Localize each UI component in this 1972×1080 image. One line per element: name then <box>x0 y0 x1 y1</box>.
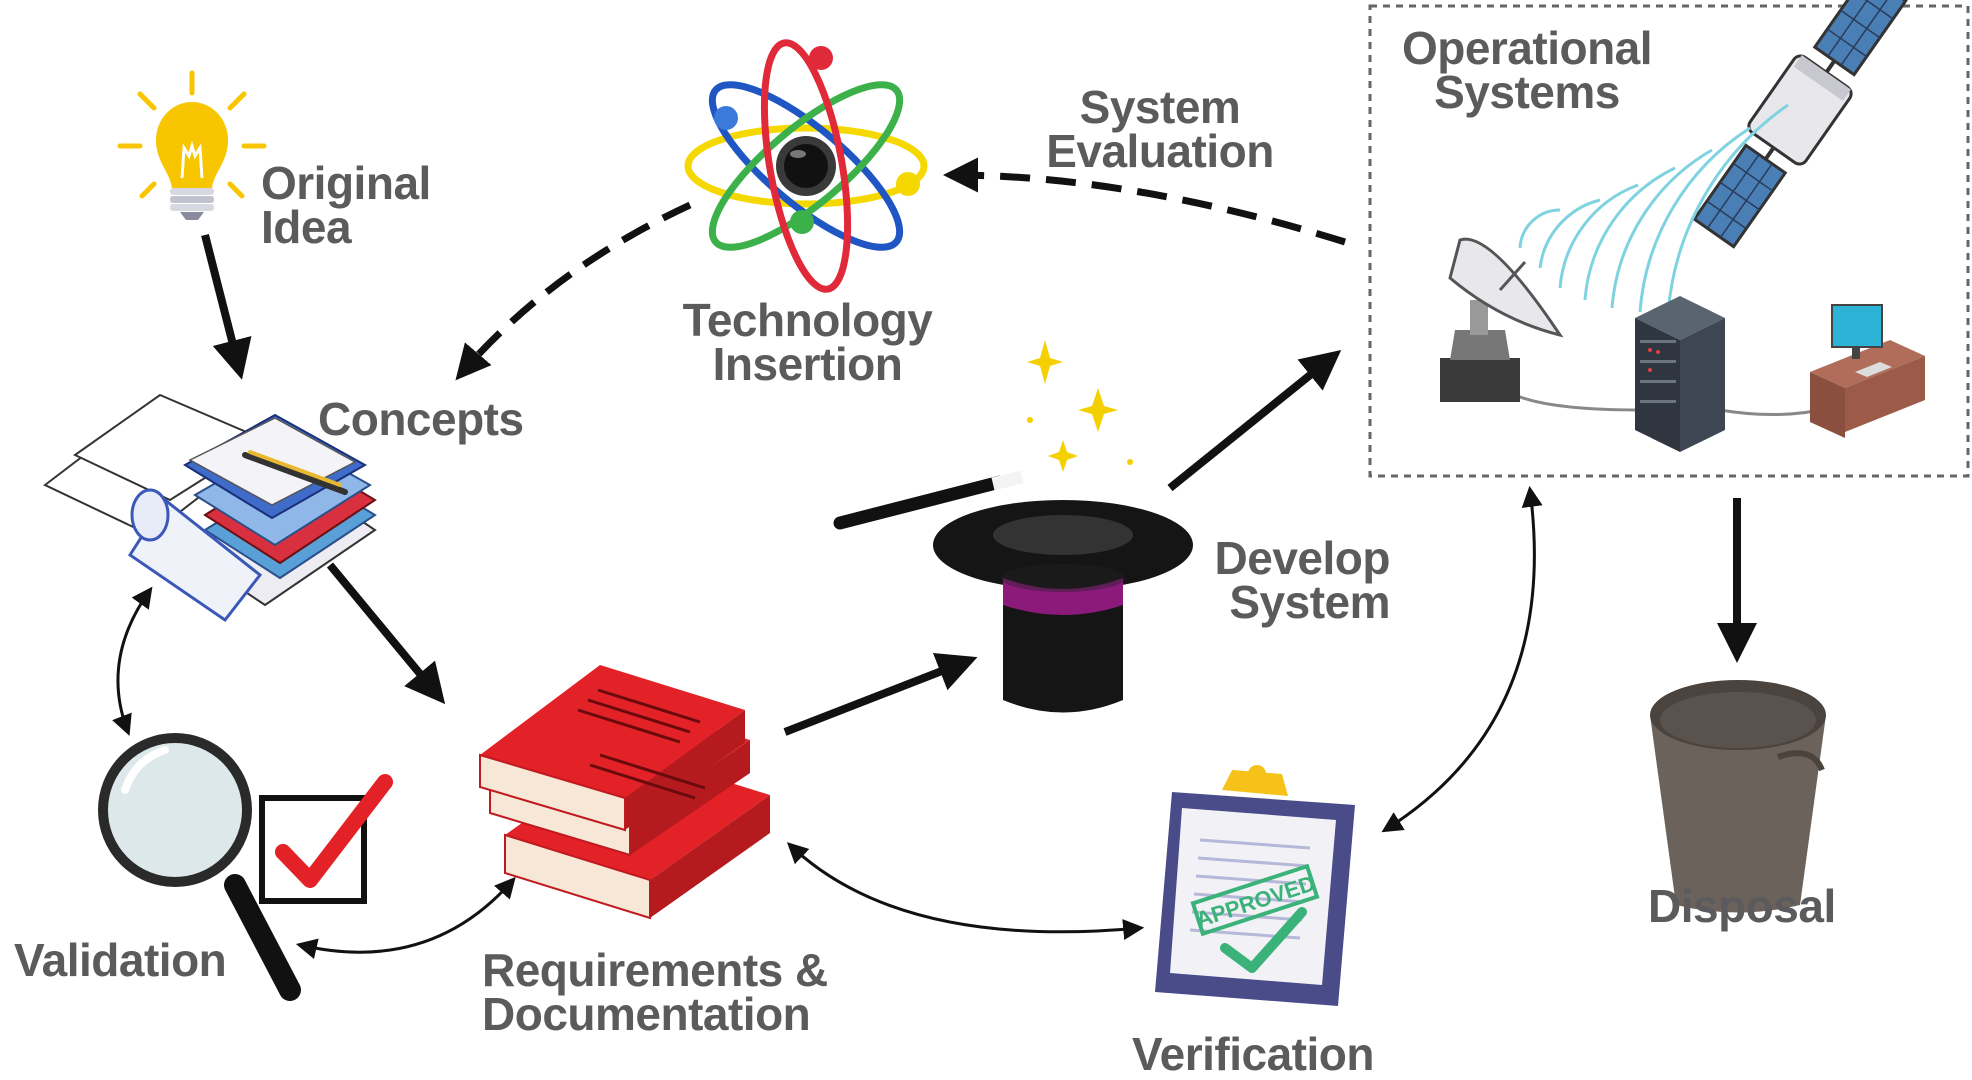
arrow-requirements-verification <box>786 842 1145 940</box>
signal-waves-icon <box>1518 103 1789 315</box>
label-line: Operational <box>1401 22 1653 74</box>
label-develop-system: Develop System <box>1180 532 1391 628</box>
label-technology-insertion: Technology Insertion <box>675 294 940 390</box>
waste-bin-icon <box>1650 680 1826 913</box>
label-concepts: Concepts <box>318 393 524 445</box>
arrow-concepts-validation <box>112 586 153 736</box>
label-line: Develop <box>1214 532 1391 584</box>
label-original-idea: Original Idea <box>261 157 431 253</box>
arrows <box>112 157 1757 960</box>
label-line: Documentation <box>482 988 811 1040</box>
label-line: Insertion <box>712 338 903 390</box>
arrow-validation-requirements <box>295 876 516 960</box>
label-line: Evaluation <box>1046 125 1274 177</box>
label-line: System <box>1079 81 1241 133</box>
label-verification: Verification <box>1132 1028 1374 1080</box>
arrow-requirements-to-develop <box>783 652 978 736</box>
clipboard-approved-icon: APPROVED <box>1155 765 1355 1006</box>
red-books-icon <box>479 665 770 920</box>
label-line: Idea <box>261 201 352 253</box>
magic-wand-icon <box>833 470 1024 530</box>
magnifier-icon <box>98 733 301 1001</box>
label-operational-systems: Operational Systems <box>1392 22 1662 118</box>
arrow-develop-to-operational <box>1167 349 1342 492</box>
arrow-verification-operational <box>1381 485 1543 833</box>
magic-hat-icon <box>933 500 1193 713</box>
arrow-idea-to-concepts <box>201 234 252 380</box>
label-line: Original <box>261 157 431 209</box>
label-line: Systems <box>1434 66 1620 118</box>
label-disposal: Disposal <box>1648 880 1836 932</box>
checkbox-icon <box>259 774 393 904</box>
label-requirements-documentation: Requirements & Documentation <box>482 944 828 1040</box>
arrow-technology-insertion <box>455 201 692 381</box>
satellite-icon <box>1692 0 1908 249</box>
lightbulb-icon <box>117 70 267 220</box>
atom-icon <box>684 39 928 293</box>
label-line: System <box>1229 576 1390 628</box>
arrow-system-evaluation <box>943 157 1347 246</box>
label-system-evaluation: System Evaluation <box>1035 81 1285 177</box>
label-line: Requirements & <box>482 944 828 996</box>
label-line: Technology <box>682 294 933 346</box>
label-validation: Validation <box>14 934 227 986</box>
dish-antenna-icon <box>1440 237 1564 402</box>
computer-desk-icon <box>1810 304 1925 438</box>
operational-systems-box <box>1368 4 1970 478</box>
server-rack-icon <box>1635 296 1725 452</box>
papers-books-icon <box>43 393 377 623</box>
arrow-concepts-to-requirements <box>326 562 446 705</box>
